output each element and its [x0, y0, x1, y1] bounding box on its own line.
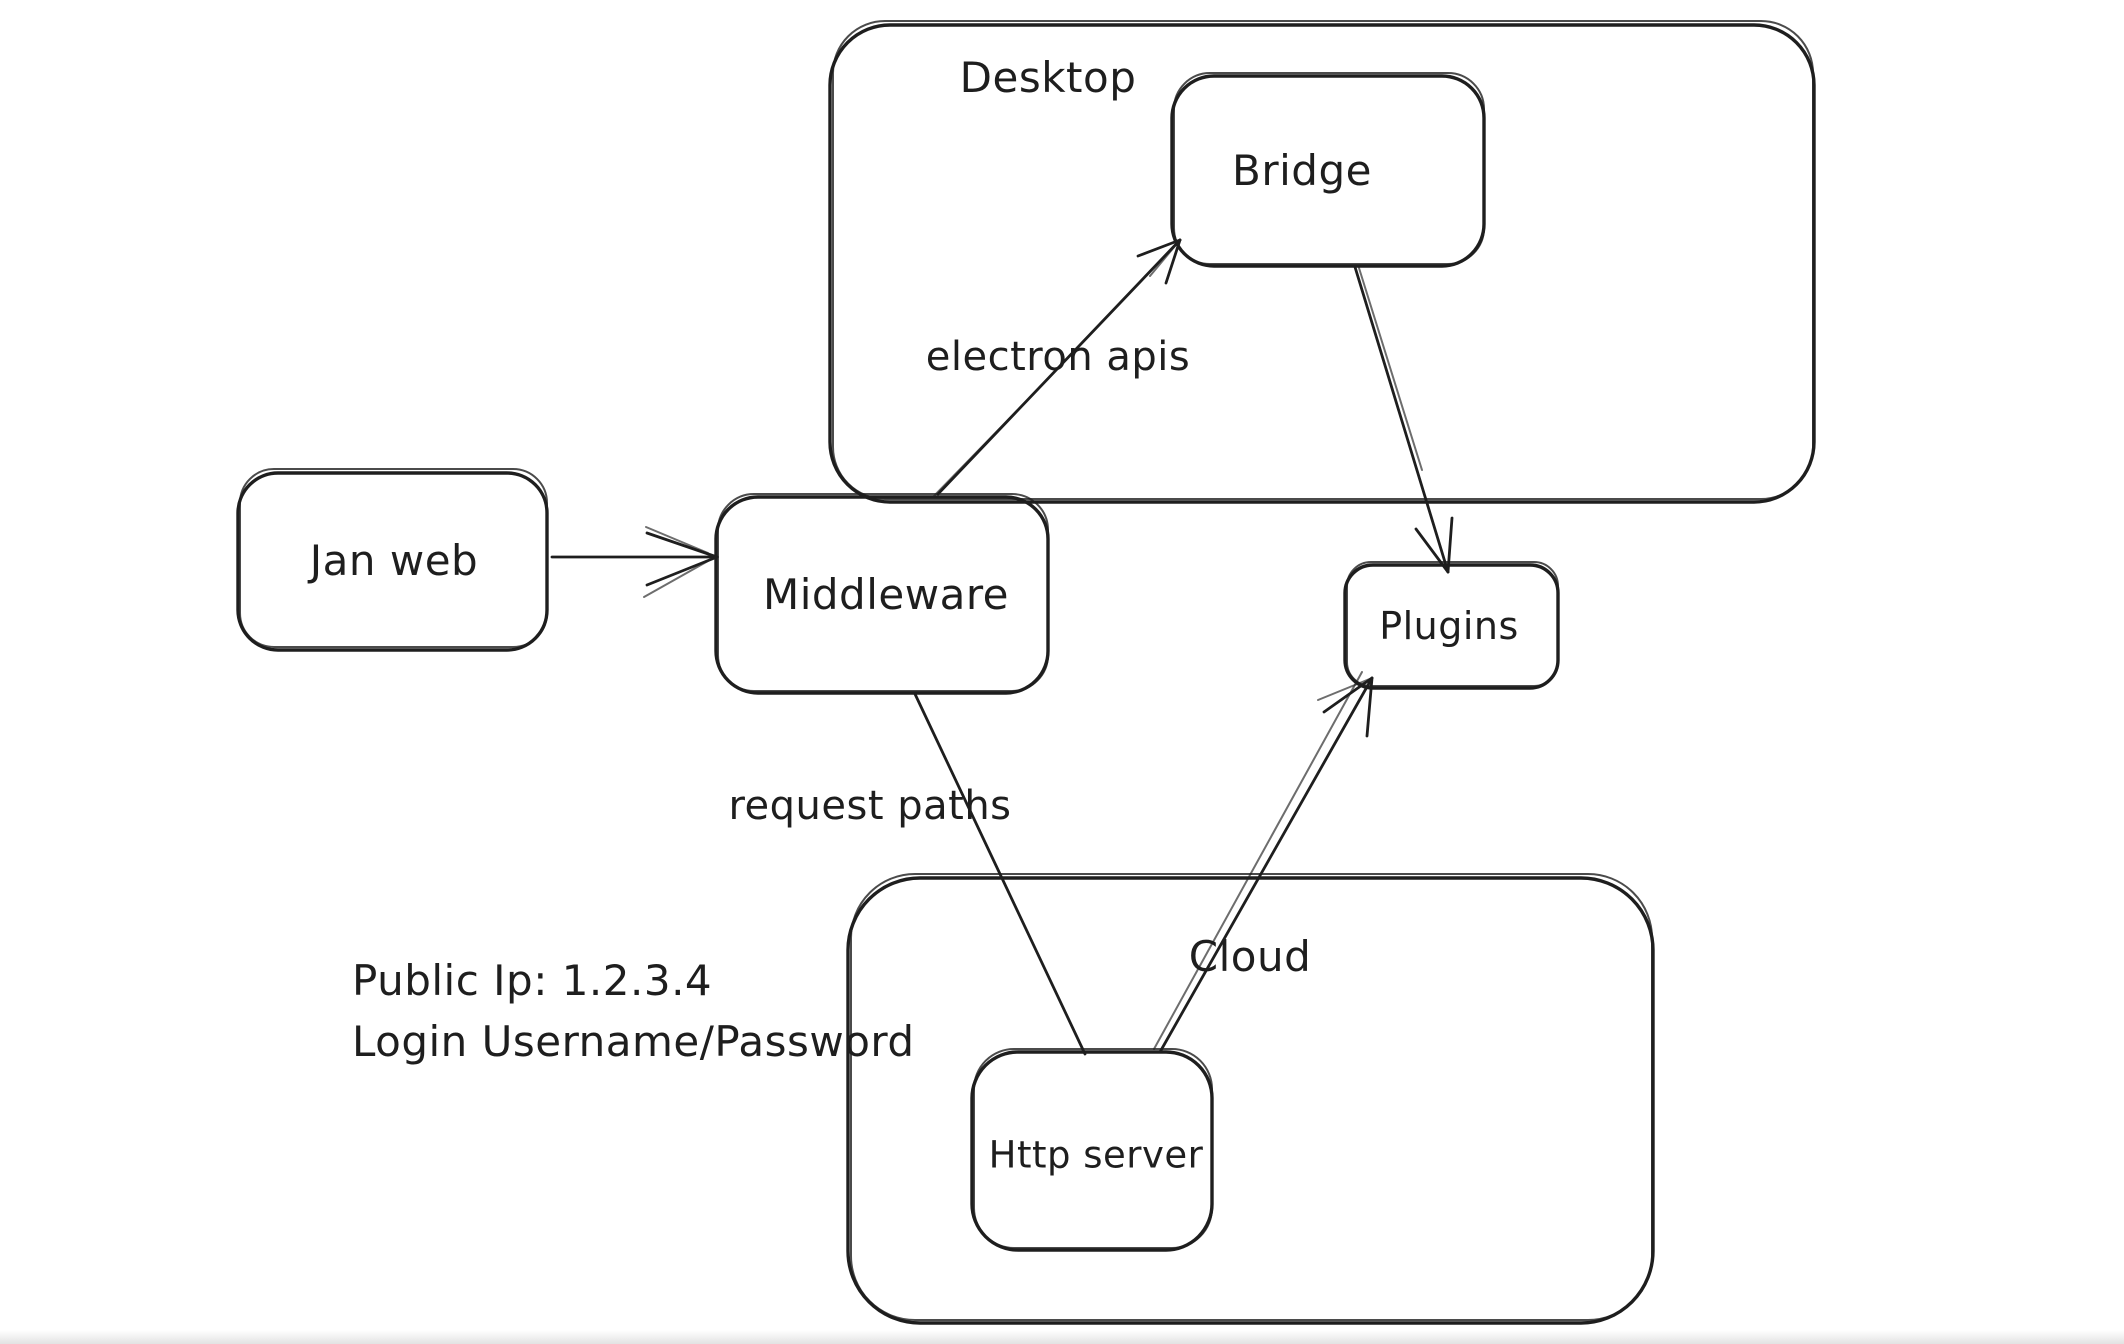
edge-line[interactable]	[913, 692, 1087, 1056]
edge-line[interactable]	[1353, 265, 1450, 574]
container-desktop[interactable]	[828, 20, 1816, 504]
edge-middleware-to-http-server[interactable]	[913, 692, 1087, 1056]
arrowhead	[645, 531, 719, 559]
node-middleware[interactable]	[714, 493, 1050, 695]
sketch-double-stroke	[1173, 72, 1485, 265]
annotation-note[interactable]: Public Ip: 1.2.3.4 Login Username/Passwo…	[352, 950, 915, 1072]
sketch-double-stroke	[933, 386, 1041, 497]
node-http-server-label[interactable]: Http server	[988, 1133, 1204, 1177]
annotation-line-login[interactable]: Login Username/Password	[352, 1017, 915, 1066]
sketch-double-stroke	[832, 20, 1814, 500]
node-plugins-label[interactable]: Plugins	[1379, 604, 1519, 649]
annotation-line-public-ip[interactable]: Public Ip: 1.2.3.4	[352, 956, 713, 1005]
edge-line[interactable]	[1158, 676, 1374, 1054]
arrowhead	[1136, 238, 1182, 258]
sketch-double-stroke	[1346, 561, 1559, 687]
node-bridge-label[interactable]: Bridge	[1232, 145, 1372, 195]
sketch-double-stroke	[717, 493, 1049, 692]
sketch-double-stroke	[973, 1048, 1213, 1249]
node-jan-web-label[interactable]: Jan web	[309, 535, 479, 585]
edge-middleware-to-bridge[interactable]	[933, 238, 1182, 497]
sketch-double-stroke	[645, 526, 709, 554]
edge-http-server-to-plugins[interactable]	[1153, 671, 1374, 1054]
sketch-double-stroke	[1149, 239, 1181, 277]
container-desktop-label[interactable]: Desktop	[959, 52, 1137, 102]
arrowhead	[1414, 527, 1450, 574]
sketch-double-stroke	[643, 560, 709, 598]
arrowhead	[1322, 676, 1374, 714]
node-middleware-label[interactable]: Middleware	[762, 569, 1010, 619]
edge-jan-web-to-middleware[interactable]	[550, 526, 719, 598]
node-http-server[interactable]	[970, 1048, 1214, 1252]
arrowhead	[1446, 516, 1454, 574]
sketch-double-stroke	[239, 468, 548, 648]
edge-bridge-to-plugins[interactable]	[1353, 265, 1454, 574]
edge-label-electron-apis[interactable]: electron apis	[925, 334, 1191, 380]
bottom-edge-shadow	[0, 1330, 2124, 1344]
sketch-double-stroke	[1358, 267, 1423, 471]
node-plugins[interactable]	[1343, 561, 1560, 690]
node-jan-web[interactable]	[236, 468, 549, 652]
container-cloud-label[interactable]: Cloud	[1188, 931, 1312, 981]
arrowhead	[1164, 238, 1182, 285]
sketch-double-stroke	[1317, 677, 1373, 701]
node-bridge[interactable]	[1170, 72, 1486, 268]
arrowhead	[1365, 676, 1374, 738]
edge-label-request-paths[interactable]: request paths	[728, 783, 1012, 829]
sketch-double-stroke	[1153, 671, 1363, 1050]
